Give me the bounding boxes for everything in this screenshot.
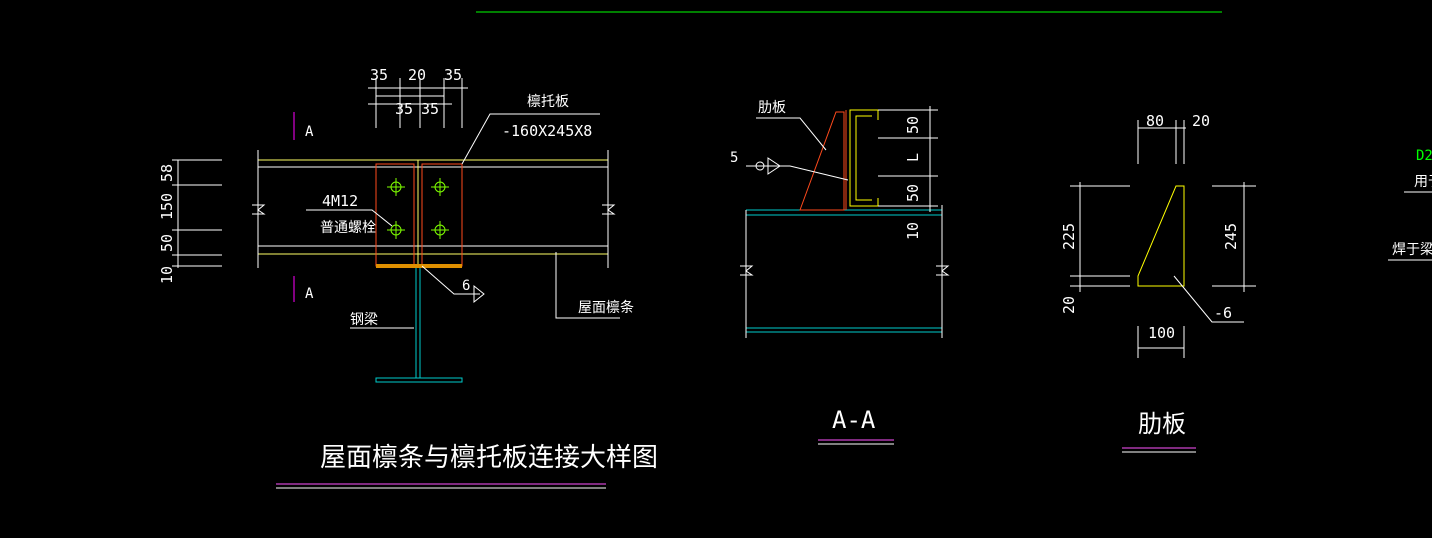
section-title: A-A: [832, 406, 876, 434]
main-title: 屋面檩条与檩托板连接大样图: [320, 443, 658, 473]
section-view: 50 L 50 10 肋板 5 A-A: [730, 100, 950, 445]
rib-thickness-leader: [1173, 275, 1244, 323]
edge-note-line1: 用于: [1414, 174, 1432, 190]
bolts: [387, 178, 449, 239]
top-dim-20: 20: [408, 66, 426, 84]
rib-dims: [1070, 120, 1256, 358]
section-dims: [878, 106, 938, 212]
section-break-left: [740, 265, 754, 276]
top-dim-35-lower-left: 35: [395, 100, 413, 118]
top-dim-35-lower-right: 35: [421, 100, 439, 118]
plate-weld-strip: [376, 264, 462, 268]
rib-outline: [1137, 185, 1185, 287]
edge-notes: D2 用于 焊于梁或: [1388, 148, 1432, 261]
plate-label: 檩托板: [527, 93, 569, 110]
c-section-purlin: [849, 109, 879, 207]
main-view: 35 20 35 35 35 58 150 50 10: [158, 66, 658, 489]
edge-note-line2: 焊于梁或: [1392, 242, 1432, 258]
break-right: [602, 204, 616, 215]
steel-beam-label: 钢梁: [350, 312, 378, 328]
rib-dim-20-bottom: 20: [1060, 296, 1078, 314]
section-weld-circle-icon: [755, 161, 765, 171]
plate-leader: [461, 113, 600, 165]
top-dimensions: [368, 78, 468, 128]
weld-size: 6: [462, 278, 470, 294]
rib-view: 80 20 225 245 20 100 -6 肋板: [1060, 112, 1256, 453]
section-break-right: [936, 265, 950, 276]
section-dim-L: L: [904, 153, 922, 162]
weld-leader: [421, 265, 480, 295]
side-dim-150: 150: [158, 193, 176, 220]
section-dim-50-bottom: 50: [904, 184, 922, 202]
top-dim-35-right: 35: [444, 66, 462, 84]
roof-purlin-label: 屋面檩条: [578, 299, 634, 316]
rib-leader: [756, 117, 827, 151]
side-dim-50: 50: [158, 234, 176, 252]
section-label-bottom: A: [305, 286, 314, 302]
rib-dim-225: 225: [1060, 223, 1078, 250]
roof-purlin-lines: [257, 150, 609, 268]
rib-title: 肋板: [1138, 410, 1186, 438]
rib-dim-245: 245: [1222, 223, 1240, 250]
side-dim-58: 58: [158, 164, 176, 182]
section-weld-icon: [767, 157, 781, 175]
section-weld-leader: [746, 165, 849, 181]
rib-dim-80: 80: [1146, 112, 1164, 130]
left-dimensions: [172, 159, 222, 268]
rib-thickness: -6: [1214, 304, 1232, 322]
steel-beam: [375, 268, 463, 383]
rib-dim-100: 100: [1148, 324, 1175, 342]
section-label-top: A: [305, 124, 314, 140]
edge-note-code: D2: [1416, 148, 1432, 164]
rib-plate-shape: [799, 111, 845, 211]
top-dim-35-left: 35: [370, 66, 388, 84]
break-left: [252, 204, 266, 215]
section-dim-10: 10: [904, 222, 922, 240]
bolt-type: 普通螺栓: [320, 220, 376, 236]
rib-dim-20-top: 20: [1192, 112, 1210, 130]
bolt-leader: [306, 209, 393, 227]
weld-symbol-icon: [473, 284, 485, 304]
side-dim-10: 10: [158, 266, 176, 284]
section-weld-size: 5: [730, 150, 738, 166]
purlin-leader: [555, 252, 620, 319]
plate-spec: -160X245X8: [502, 122, 592, 140]
rib-label: 肋板: [758, 100, 786, 116]
c-section-inner: [855, 115, 872, 201]
bolt-count: 4M12: [322, 192, 358, 210]
section-dim-50-top: 50: [904, 116, 922, 134]
